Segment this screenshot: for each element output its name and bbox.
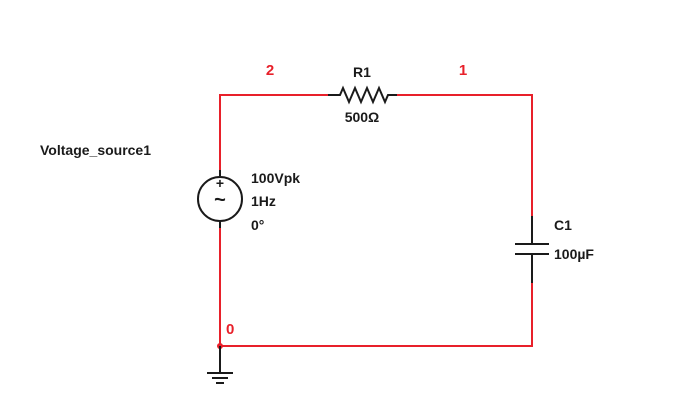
source-name: Voltage_source1 [40, 142, 151, 158]
source-plus-sign: + [216, 175, 224, 191]
source-amplitude: 100Vpk [251, 170, 300, 186]
resistor-value: 500Ω [345, 109, 380, 125]
ground[interactable] [207, 346, 233, 384]
source-frequency: 1Hz [251, 193, 276, 209]
source-tilde-symbol: ~ [214, 189, 226, 211]
voltage-source[interactable]: + ~ Voltage_source1 100Vpk 1Hz 0° [40, 142, 300, 233]
node-label-1: 1 [459, 62, 467, 79]
resistor-name: R1 [353, 64, 371, 80]
capacitor-name: C1 [554, 217, 572, 233]
resistor-icon [328, 85, 397, 105]
resistor-r1[interactable]: R1 500Ω [328, 64, 397, 125]
capacitor-c1[interactable]: C1 100µF [515, 216, 594, 283]
node-label-2: 2 [266, 62, 274, 79]
capacitor-value: 100µF [554, 246, 594, 262]
wires [217, 94, 533, 349]
source-phase: 0° [251, 217, 264, 233]
node-label-0: 0 [226, 321, 234, 338]
